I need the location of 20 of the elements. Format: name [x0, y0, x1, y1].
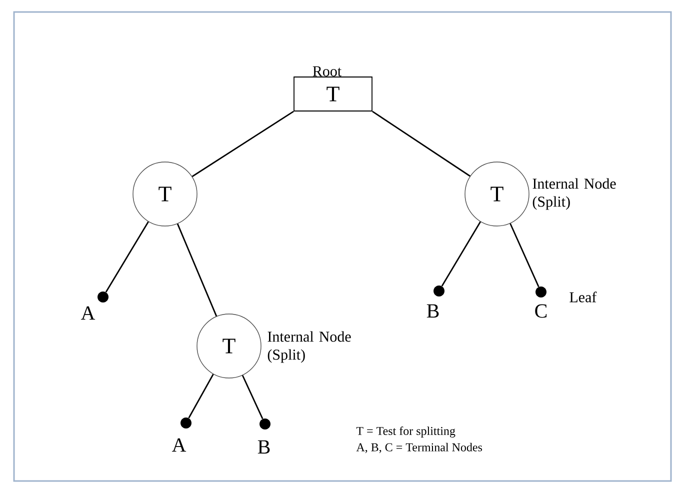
legend-note: A, B, C = Terminal Nodes [356, 442, 482, 454]
terminal-letter: A [80, 306, 96, 320]
branch-line [510, 223, 540, 288]
node-heading: Root [312, 66, 342, 76]
node-annotation: Internal Node (Split) [268, 331, 351, 363]
branch-line [188, 374, 214, 418]
node-annotation: Leaf [570, 292, 597, 302]
branch-line [192, 110, 294, 178]
branch-line [176, 224, 218, 316]
root-box: T [294, 76, 372, 112]
legend-note: T = Test for splitting [356, 426, 456, 438]
terminal-letter: A [172, 438, 186, 452]
branch-line [372, 110, 470, 177]
node-annotation: Internal Node (Split) [532, 178, 616, 210]
terminal-letter: C [535, 304, 547, 318]
branch-line [441, 221, 481, 286]
terminal-letter: B [426, 304, 439, 318]
branch-line [105, 221, 149, 292]
terminal-letter: B [258, 440, 270, 454]
branch-line [242, 375, 264, 420]
